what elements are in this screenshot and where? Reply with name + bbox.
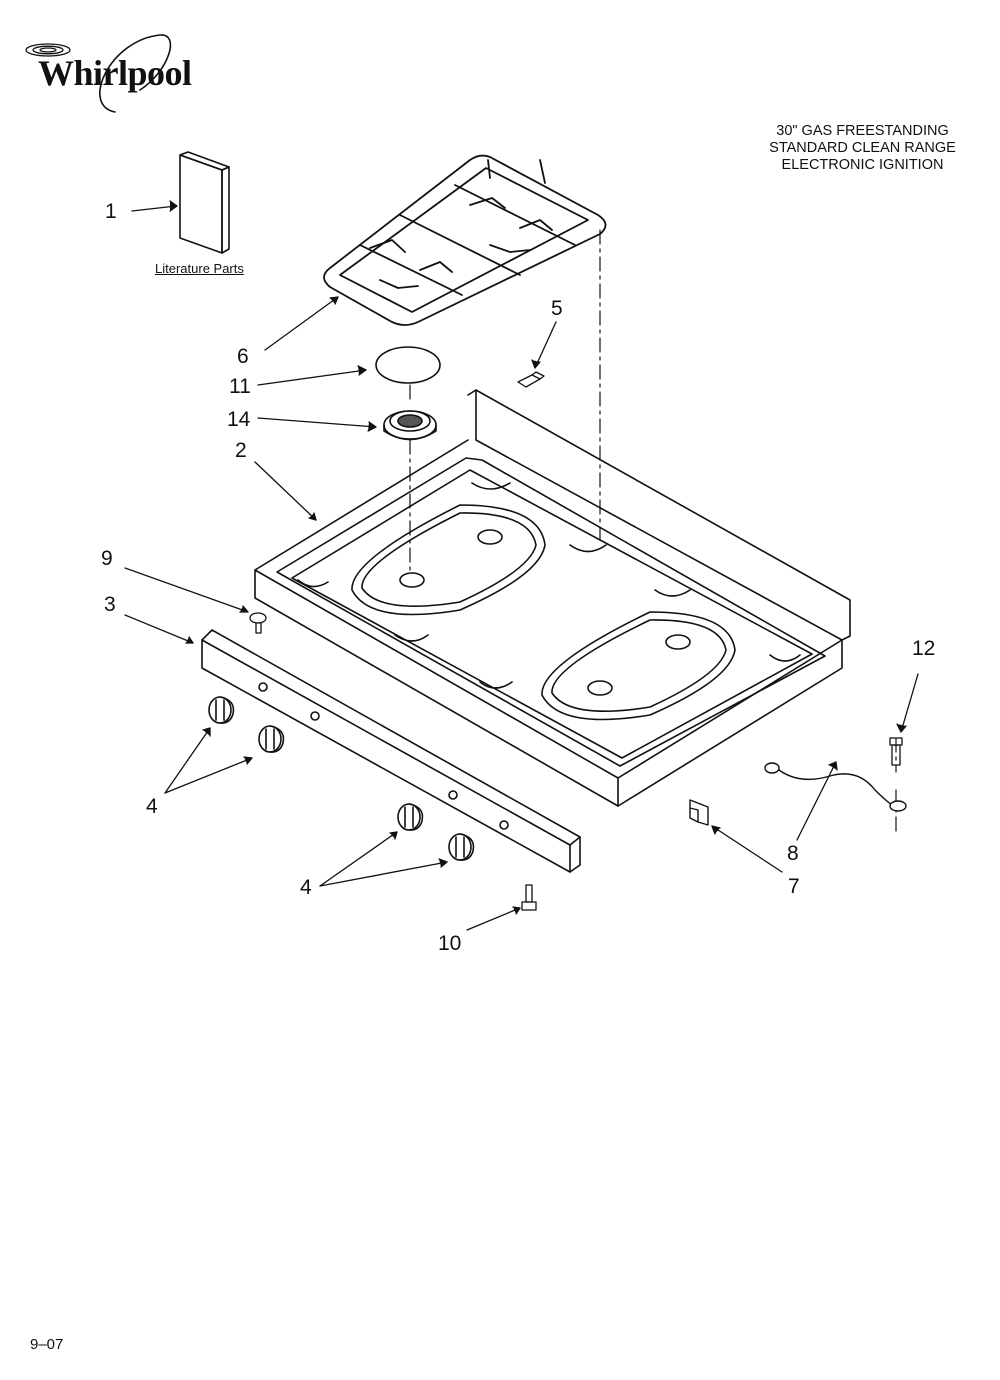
callout-3: 3 [104, 593, 116, 616]
callout-7: 7 [788, 875, 800, 898]
callout-4-upper: 4 [146, 795, 158, 818]
clip-part-7 [689, 799, 709, 826]
ground-wire [764, 762, 907, 812]
literature-parts-label: Literature Parts [155, 261, 244, 276]
callout-5: 5 [551, 297, 563, 320]
callout-6: 6 [237, 345, 249, 368]
callout-4-lower: 4 [300, 876, 312, 899]
screw-part-10 [521, 884, 537, 911]
callout-1: 1 [105, 200, 117, 223]
knob-1 [208, 696, 235, 724]
callout-12: 12 [912, 637, 936, 660]
model-description: 30" GAS FREESTANDING STANDARD CLEAN RANG… [740, 123, 985, 174]
model-description-line-1: 30" GAS FREESTANDING [776, 123, 949, 139]
revision-code: 9–07 [30, 1336, 64, 1353]
tab-part-9 [249, 612, 267, 634]
callout-8: 8 [787, 842, 799, 865]
screw-part-5 [517, 371, 545, 388]
literature-booklet [179, 151, 230, 254]
callout-14: 14 [227, 408, 251, 431]
callout-10: 10 [438, 932, 462, 955]
model-description-line-2: STANDARD CLEAN RANGE [769, 140, 956, 156]
knob-3 [397, 803, 424, 831]
knob-2 [258, 725, 285, 753]
model-description-line-3: ELECTRONIC IGNITION [781, 157, 944, 173]
callout-2: 2 [235, 439, 247, 462]
alignment-lines [409, 229, 897, 836]
burner-head [383, 410, 437, 441]
swirl-logo-icon [25, 34, 172, 113]
cooktop [254, 389, 851, 807]
burner-cap [375, 346, 441, 384]
brand-name: Whirlpool [38, 53, 192, 93]
callout-9: 9 [101, 547, 113, 570]
screw-part-12 [889, 737, 903, 766]
knob-4 [448, 833, 475, 861]
control-panel [201, 629, 581, 873]
leader-arrows [124, 200, 919, 931]
control-knobs [208, 696, 475, 861]
burner-grate [323, 154, 607, 326]
callout-11: 11 [229, 375, 251, 398]
